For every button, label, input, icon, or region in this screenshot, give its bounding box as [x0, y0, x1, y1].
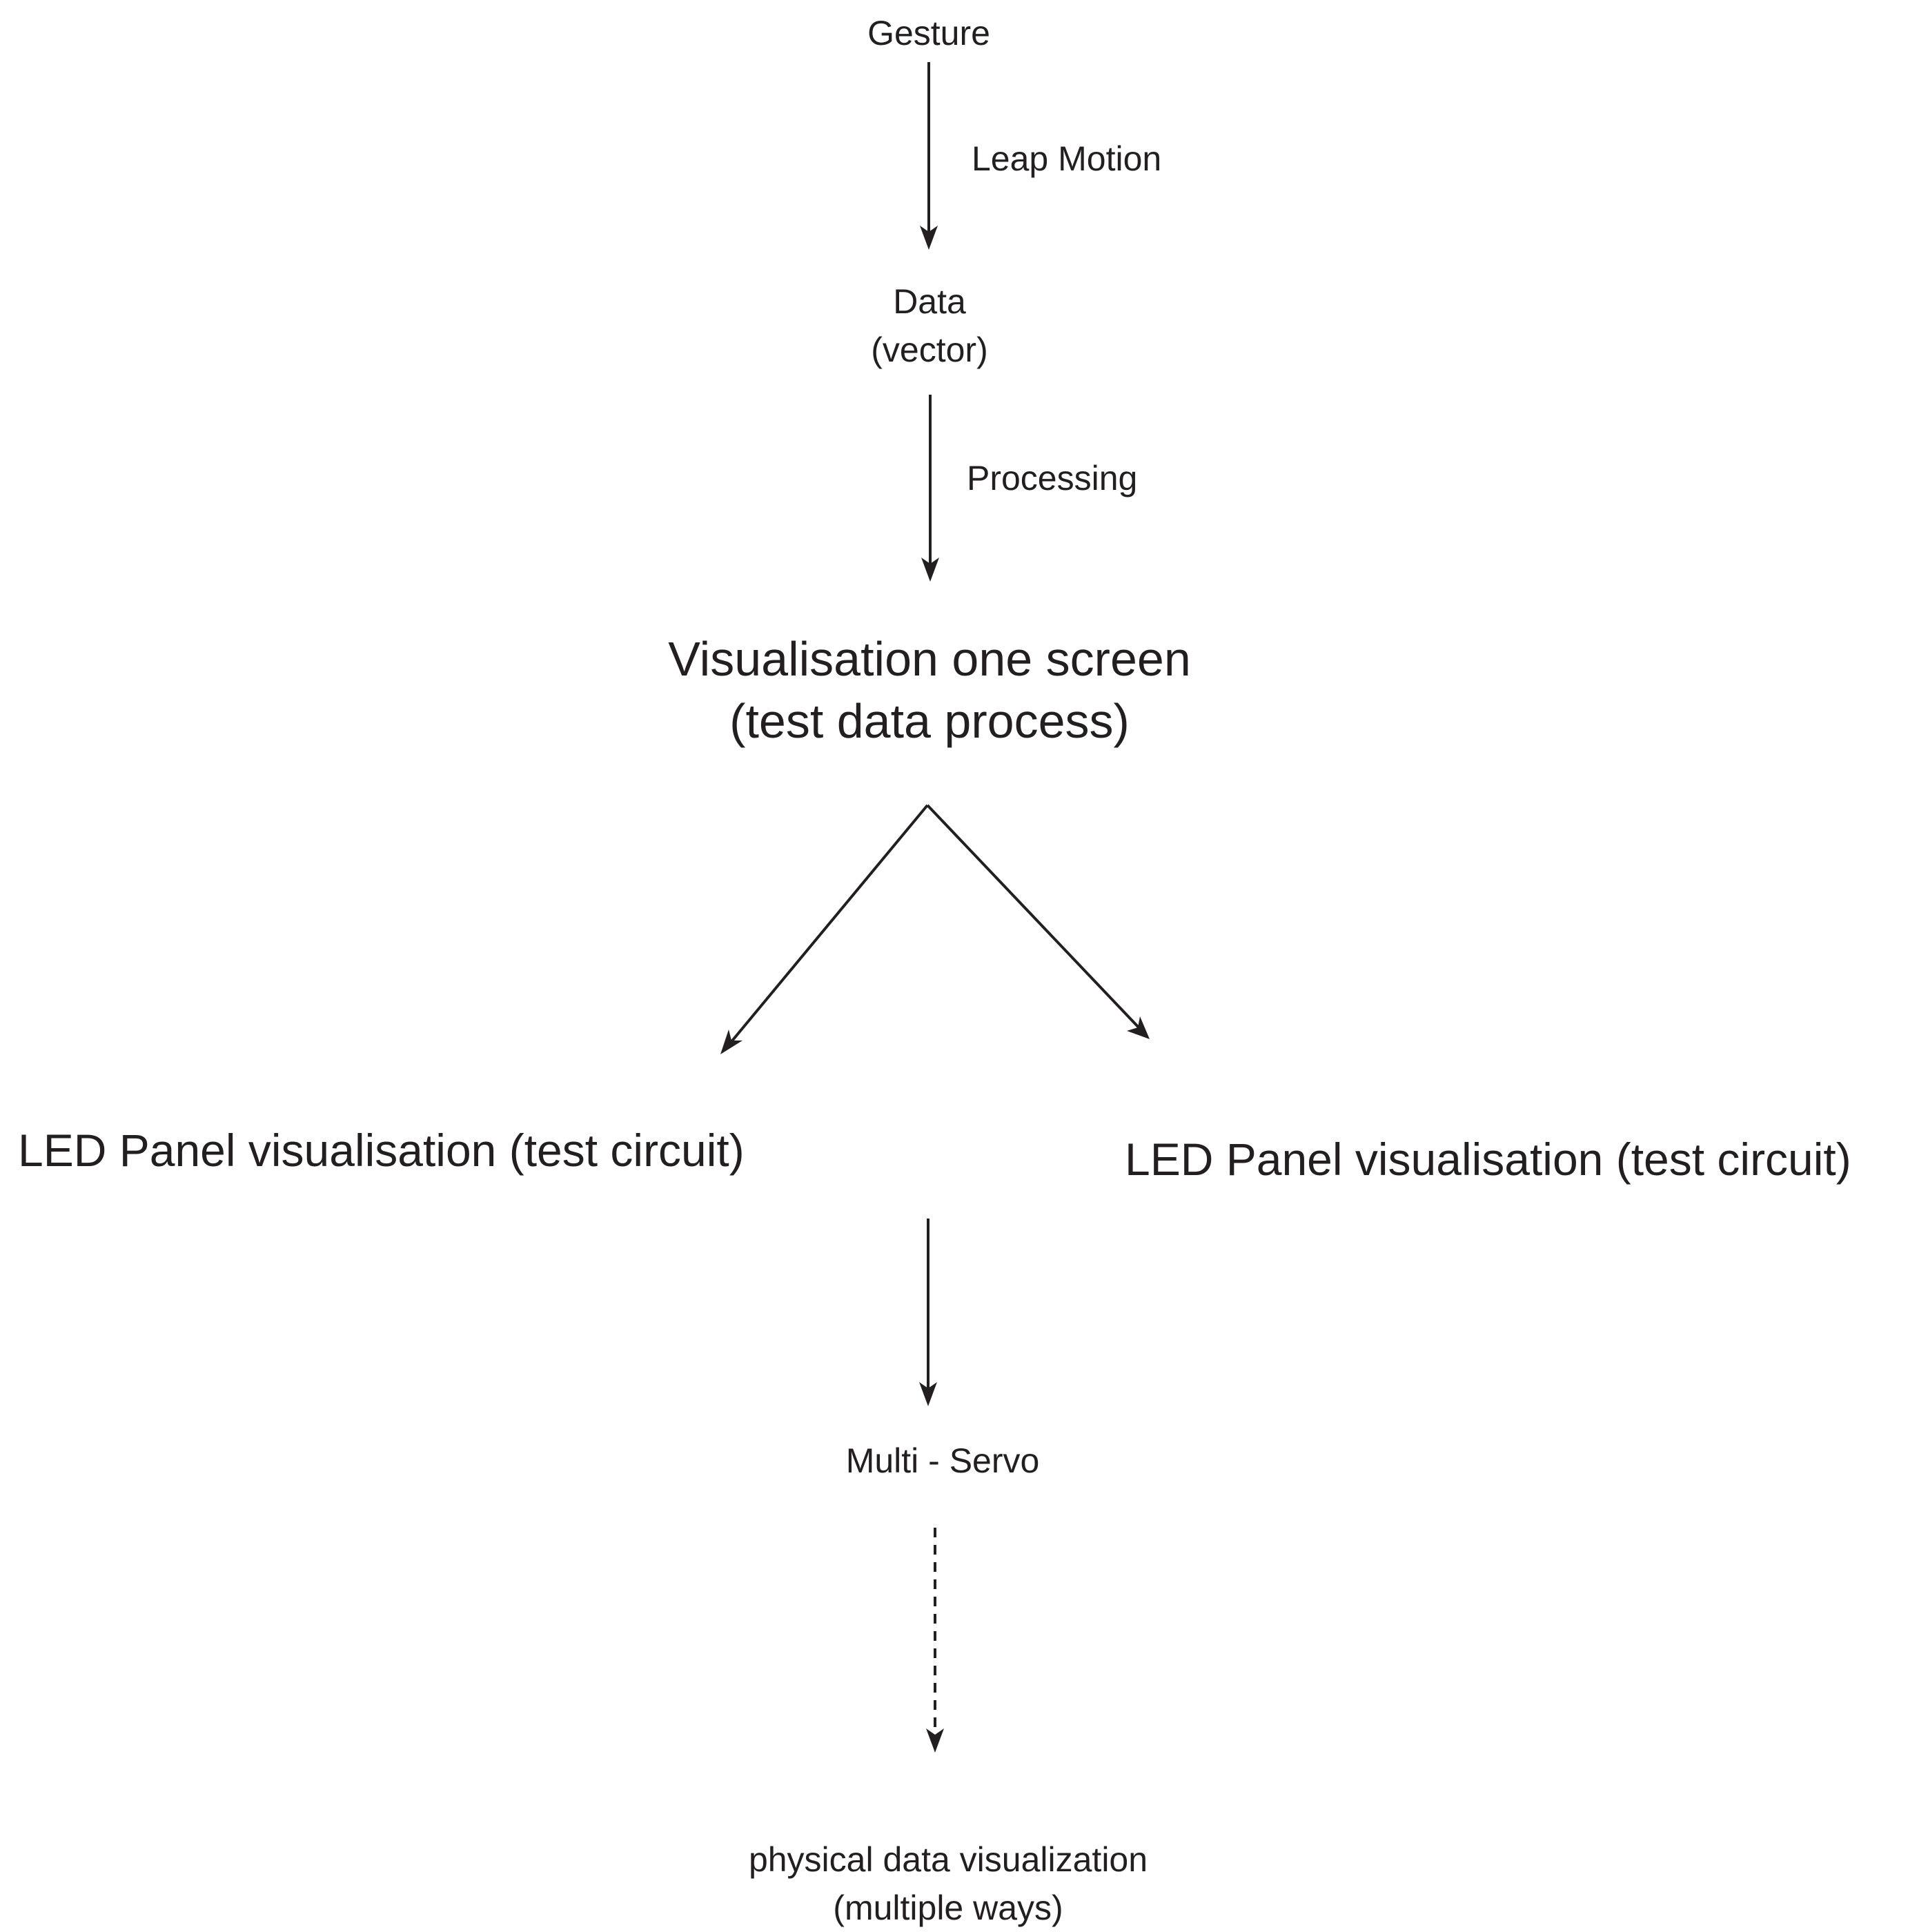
arrow-led-to-multi-servo: [919, 1219, 937, 1406]
node-visualisation-screen: Visualisation one screen (test data proc…: [619, 628, 1240, 752]
node-data-subtitle: (vector): [871, 331, 988, 369]
node-gesture-label: Gesture: [867, 14, 990, 52]
node-led-panel-left: LED Panel visualisation (test circuit): [18, 1125, 745, 1176]
edge-label-processing: Processing: [967, 459, 1138, 497]
arrow-vis-to-led-left: [720, 804, 929, 1054]
node-gesture: Gesture: [791, 12, 1067, 54]
edge-label-leap-motion: Leap Motion: [972, 139, 1162, 178]
node-data-title: Data: [893, 282, 966, 321]
node-physical-visualization: physical data visualization (multiple wa…: [672, 1835, 1224, 1932]
node-led-panel-right: LED Panel visualisation (test circuit): [1125, 1134, 1851, 1185]
node-physical-title: physical data visualization: [748, 1840, 1148, 1879]
node-visualisation-title: Visualisation one screen: [668, 632, 1191, 686]
arrow-vis-to-led-right: [926, 804, 1150, 1039]
arrow-gesture-to-data: [920, 62, 938, 250]
node-physical-subtitle: (multiple ways): [833, 1889, 1063, 1927]
dashed-arrow-servo-to-physical: [926, 1528, 944, 1753]
node-visualisation-subtitle: (test data process): [729, 694, 1130, 748]
node-multi-servo: Multi - Servo: [736, 1440, 1150, 1481]
node-data: Data (vector): [791, 277, 1068, 374]
arrow-data-to-visualisation: [921, 395, 939, 582]
node-multi-servo-label: Multi - Servo: [845, 1441, 1040, 1480]
